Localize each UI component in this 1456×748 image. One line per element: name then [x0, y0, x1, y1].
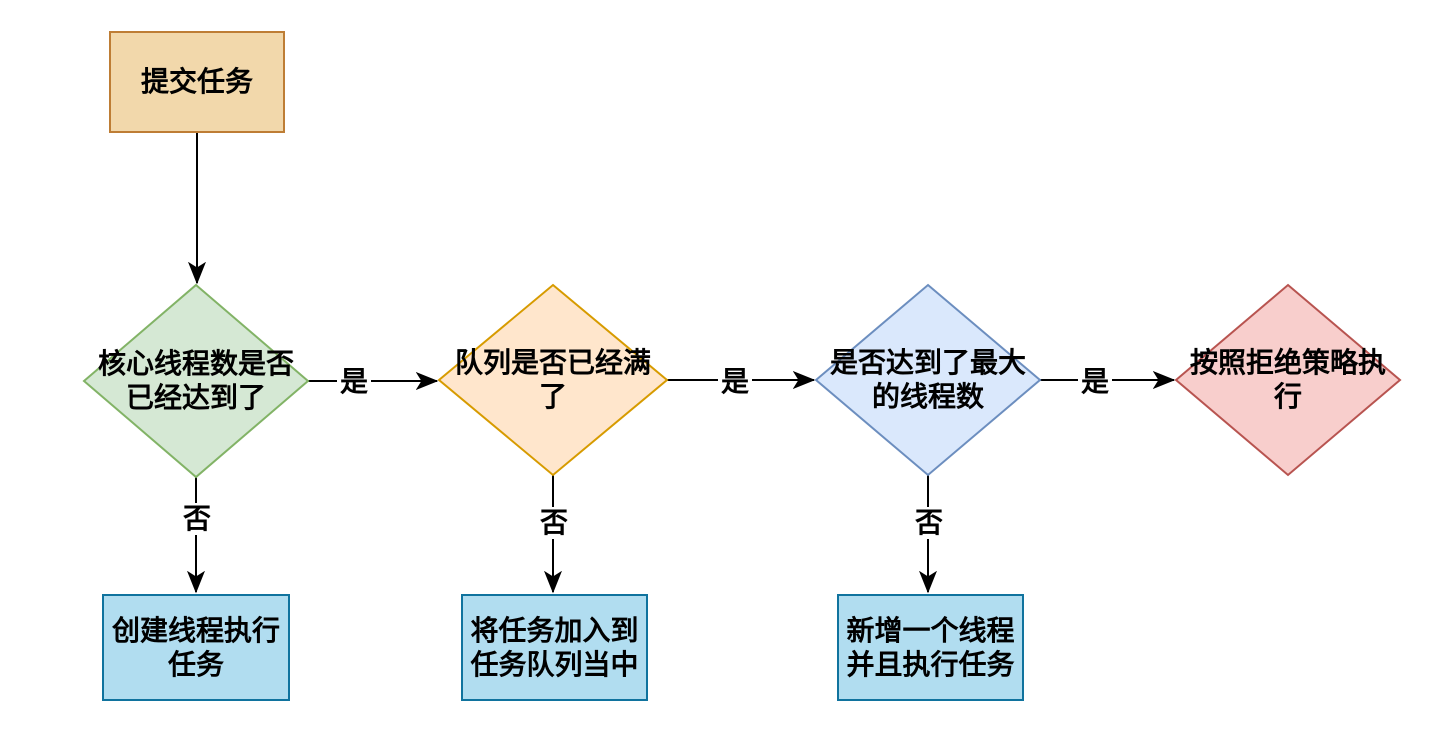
decision-queue-full-shape — [437, 283, 669, 477]
decision-max-threads-shape — [814, 283, 1042, 477]
process-add-thread-shape — [837, 594, 1024, 701]
decision-reject-policy-shape — [1174, 283, 1402, 477]
process-enqueue-task-shape — [461, 594, 648, 701]
process-create-thread-shape — [102, 594, 290, 701]
decision-core-threads-shape — [82, 283, 310, 479]
start-node-shape — [109, 31, 285, 133]
